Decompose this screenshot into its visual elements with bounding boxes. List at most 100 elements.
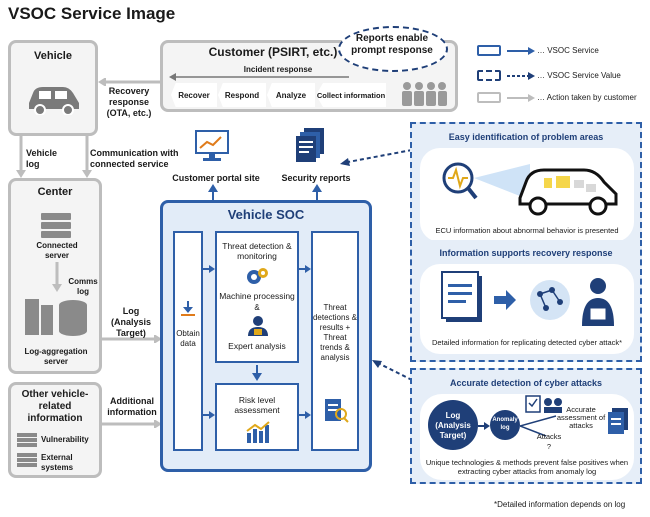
log-to-anomaly-arrow <box>478 422 490 430</box>
accurate-label: Accurate assessment of attacks <box>556 405 606 430</box>
incident-arrow <box>169 73 349 81</box>
threat-detection-label: Threat detection & monitoring <box>222 241 292 261</box>
step-analyze: Analyze <box>267 83 315 107</box>
checklist-icon <box>525 395 562 413</box>
page-title: VSOC Service Image <box>8 4 176 23</box>
risk-to-results-arrow <box>299 411 311 419</box>
value-connector-2 <box>372 360 412 381</box>
other-info-label: Other vehicle-related information <box>21 389 89 424</box>
panel3-content: Log (Analysis Target) Anomaly log Attack… <box>420 394 634 480</box>
anomaly-circle <box>490 410 520 440</box>
car-diagnosis-icon <box>442 162 618 216</box>
database-icon <box>25 299 87 336</box>
footnote: *Detailed information depends on log <box>494 500 626 509</box>
expert-label: Expert analysis <box>228 341 286 351</box>
callout-text: Reports enable prompt response <box>351 33 433 56</box>
legend-swatch-value <box>477 70 501 81</box>
recovery-label: Recovery response (OTA, etc.) <box>106 86 152 118</box>
callout-bubble <box>338 26 448 72</box>
expert-icon <box>248 316 268 336</box>
anomaly-label: Anomaly log <box>492 417 518 431</box>
vehicle-label: Vehicle <box>34 50 72 62</box>
panel-problem-areas: Easy identification of problem areas ECU… <box>410 122 642 248</box>
panel2-caption: Detailed information for replicating det… <box>431 338 623 347</box>
soc-label: Vehicle SOC <box>227 207 305 222</box>
people-icon <box>402 82 447 106</box>
accurate-doc-icon <box>608 408 628 434</box>
results-label: Threat detections & results + Threat tre… <box>312 303 358 362</box>
vehicle-box: Vehicle <box>8 40 98 136</box>
log-circle <box>428 400 478 450</box>
obtain-to-detection-arrow <box>203 265 215 273</box>
obtain-data-label: Obtain data <box>176 329 200 348</box>
panel3-caption: Unique technologies & methods prevent fa… <box>425 458 629 476</box>
vulnerability-label: Vulnerability <box>41 435 89 444</box>
panel2-title: Information supports recovery response <box>439 248 613 258</box>
value-connector-1 <box>340 149 412 166</box>
panel1-title: Easy identification of problem areas <box>448 132 604 142</box>
detection-to-risk-arrow <box>252 365 262 381</box>
legend-text-customer: … Action taken by customer <box>537 93 637 102</box>
attacks-label: Attacks ? <box>536 432 562 451</box>
external-systems-icon <box>17 453 37 467</box>
obtain-data-box: Obtain data <box>173 231 203 451</box>
comms-log-label: Comms log <box>68 277 98 296</box>
step-collect: Collect information <box>316 83 386 107</box>
vehicle-log-label: Vehicle log <box>26 148 58 169</box>
comms-log-arrow <box>52 262 62 292</box>
vehicle-log-arrow <box>16 136 26 178</box>
vulnerability-icon <box>17 433 37 447</box>
gears-icon <box>247 268 268 284</box>
recovery-arrow <box>98 78 162 86</box>
legend-text-value: … VSOC Service Value <box>537 71 621 80</box>
panel-recovery-support: Information supports recovery response D… <box>410 240 642 362</box>
panel2-content: Detailed information for replicating det… <box>420 264 634 354</box>
legend-text-service: … VSOC Service <box>537 46 599 55</box>
panel-accurate-detection: Accurate detection of cyber attacks Log … <box>410 368 642 484</box>
log-server-label: Log-aggregation server <box>24 347 88 366</box>
recovery-icons <box>441 271 614 326</box>
vehicle-soc-box: Vehicle SOC Obtain data Threat detection… <box>160 200 372 472</box>
legend-swatch-customer <box>477 92 501 103</box>
log-circle-label: Log (Analysis Target) <box>435 411 471 440</box>
monitor-icon <box>195 130 229 161</box>
communication-arrow <box>82 136 92 178</box>
connected-server-label: Connected server <box>36 241 78 260</box>
panel1-caption: ECU information about abnormal behavior … <box>435 226 619 235</box>
obtain-to-risk-arrow <box>203 411 215 419</box>
report-search-icon <box>325 399 349 423</box>
additional-info-label: Additional information <box>107 396 157 417</box>
additional-info-arrow <box>102 420 162 428</box>
customer-label: Customer (PSIRT, etc.) <box>208 45 338 59</box>
legend-arrow-service <box>507 47 535 55</box>
legend-arrow-customer <box>507 94 535 102</box>
risk-assessment-box: Risk level assessment <box>215 383 299 451</box>
log-target-arrow <box>102 335 162 343</box>
center-label: Center <box>37 186 73 198</box>
risk-chart-icon <box>246 421 270 443</box>
download-icon <box>181 301 195 316</box>
center-box: Center Connected server Comms log Log-ag… <box>8 178 102 374</box>
car-icon <box>29 87 79 115</box>
communication-label: Communication with connected service <box>90 148 179 169</box>
panel3-title: Accurate detection of cyber attacks <box>449 378 603 388</box>
step-respond: Respond <box>218 83 266 107</box>
server-icon <box>41 213 71 238</box>
other-info-box: Other vehicle-related information Vulner… <box>8 382 102 478</box>
results-box: Threat detections & results + Threat tre… <box>311 231 359 451</box>
panel1-content: ECU information about abnormal behavior … <box>420 148 634 242</box>
reports-label: Security reports <box>281 173 351 183</box>
machine-label: Machine processing <box>219 291 295 301</box>
external-systems-label: External systems <box>41 453 74 472</box>
legend-swatch-service <box>477 45 501 56</box>
incident-response-label: Incident response <box>243 65 313 74</box>
log-target-label: Log (Analysis Target) <box>110 306 152 338</box>
threat-detection-box: Threat detection & monitoring Machine pr… <box>215 231 299 363</box>
reports-icon <box>296 128 324 162</box>
legend-arrow-value <box>507 72 535 80</box>
risk-label: Risk level assessment <box>234 395 280 415</box>
portal-label: Customer portal site <box>172 173 260 183</box>
attack-branch-lines <box>520 415 557 437</box>
amp-label: & <box>254 303 260 312</box>
detection-to-results-arrow <box>299 265 311 273</box>
